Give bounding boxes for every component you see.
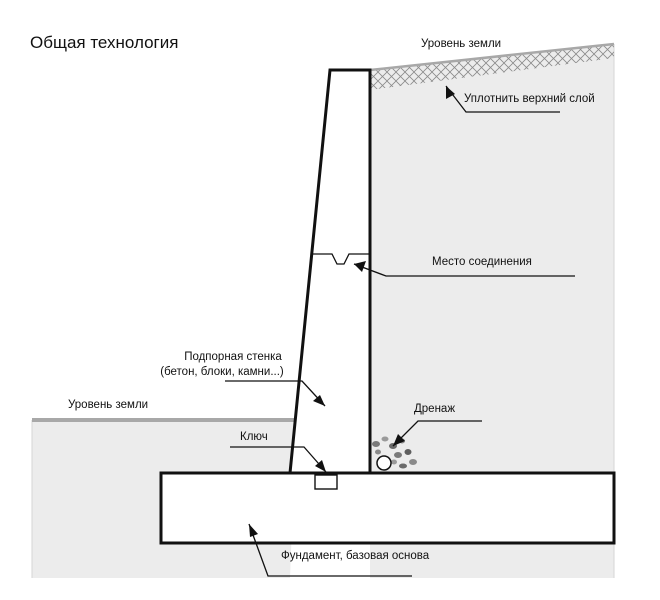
leader-joint [353,263,575,277]
arrowhead-joint [354,261,366,272]
backfill-soil [370,44,614,578]
arrowhead-key [315,460,326,472]
arrowhead-compact-top-layer [446,86,455,99]
ground-surface-right [369,42,615,72]
arrowhead-foundation [249,524,258,537]
key-block [314,474,338,490]
label-drainage: Дренаж [414,403,455,415]
joint-notch [313,253,370,265]
label-ground-level-right: Уровень земли [421,38,501,50]
label-foundation: Фундамент, базовая основа [281,550,430,562]
label-ground-level-left: Уровень земли [68,399,148,411]
drainage-pipe [376,455,392,471]
label-compact-top-layer: Уплотнить верхний слой [464,93,595,105]
compacted-top-layer [370,44,614,90]
label-retaining-wall-line2: (бетон, блоки, камни...) [160,366,284,378]
arrowhead-retaining-wall [313,395,325,406]
retaining-wall [290,70,370,473]
arrowhead-drainage [393,434,405,446]
foundation-slab [159,471,616,545]
label-retaining-wall-line1: Подпорная стенка [184,351,282,363]
label-key: Ключ [240,431,268,443]
retaining-wall-outline [288,68,372,474]
page-title: Общая технология [30,33,178,52]
label-joint: Место соединения [432,256,532,268]
leader-foundation [248,523,412,577]
